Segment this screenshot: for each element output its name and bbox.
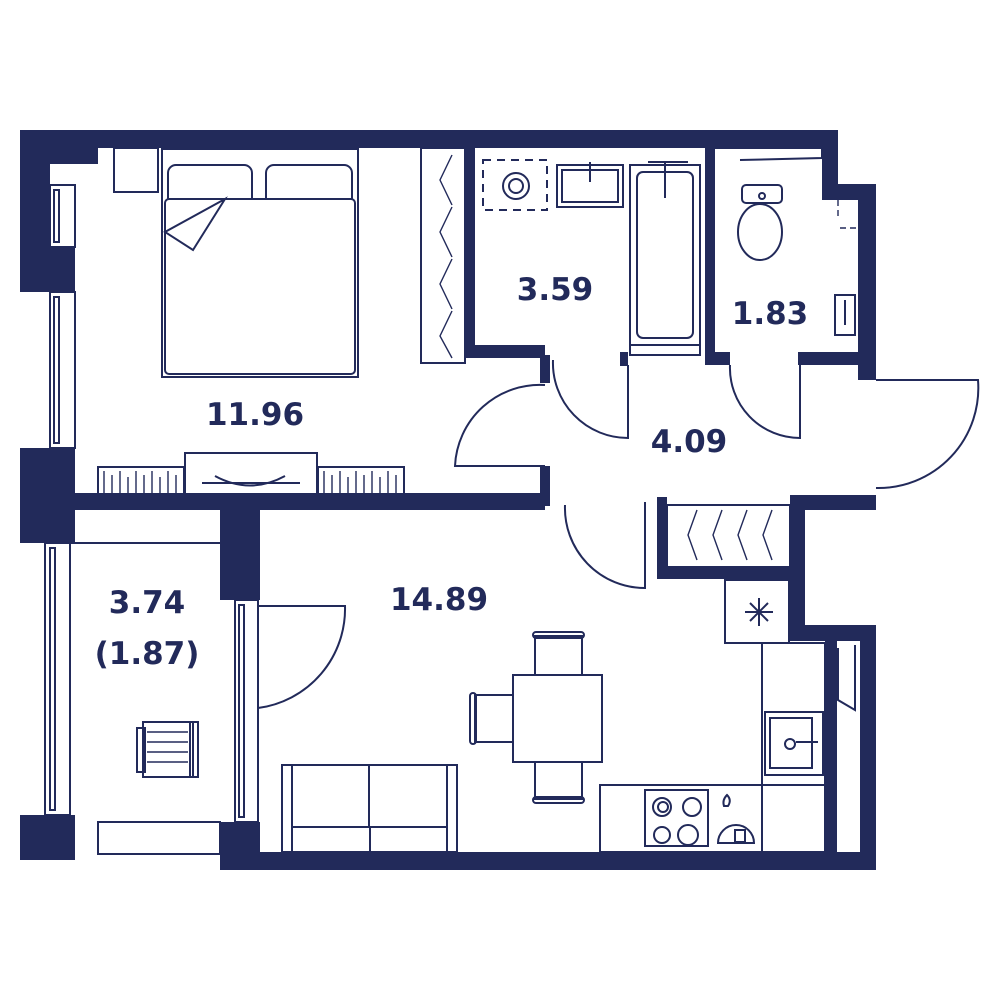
room-area-bedroom: 11.96: [205, 397, 305, 433]
bathroom-sink: [556, 162, 624, 208]
doors: [257, 359, 980, 712]
room-area-toilet: 1.83: [731, 296, 809, 332]
bathtub: [629, 161, 701, 356]
toilet-fixtures: [715, 147, 858, 336]
sofa: [281, 764, 458, 853]
room-area-balcony-reduced: (1.87): [94, 636, 200, 672]
dresser: [97, 452, 405, 498]
balcony-edge: [69, 542, 220, 815]
fridge: [724, 579, 790, 644]
room-area-hallway: 4.09: [650, 424, 728, 460]
wardrobe-hallway: [666, 504, 791, 568]
room-area-bathroom: 3.59: [516, 272, 594, 308]
bed: [161, 148, 359, 378]
washing-machine: [482, 159, 548, 211]
windows: [44, 184, 259, 823]
room-area-living-kitchen: 14.89: [389, 582, 489, 618]
wardrobe-bedroom: [420, 147, 466, 364]
dining-table: [469, 631, 603, 804]
balcony-chair: [136, 721, 199, 778]
walls: [20, 130, 876, 870]
nightstand: [113, 147, 159, 193]
balcony-bench: [97, 821, 221, 855]
room-area-balcony: 3.74: [108, 585, 186, 621]
kitchen-counter: [599, 642, 826, 853]
